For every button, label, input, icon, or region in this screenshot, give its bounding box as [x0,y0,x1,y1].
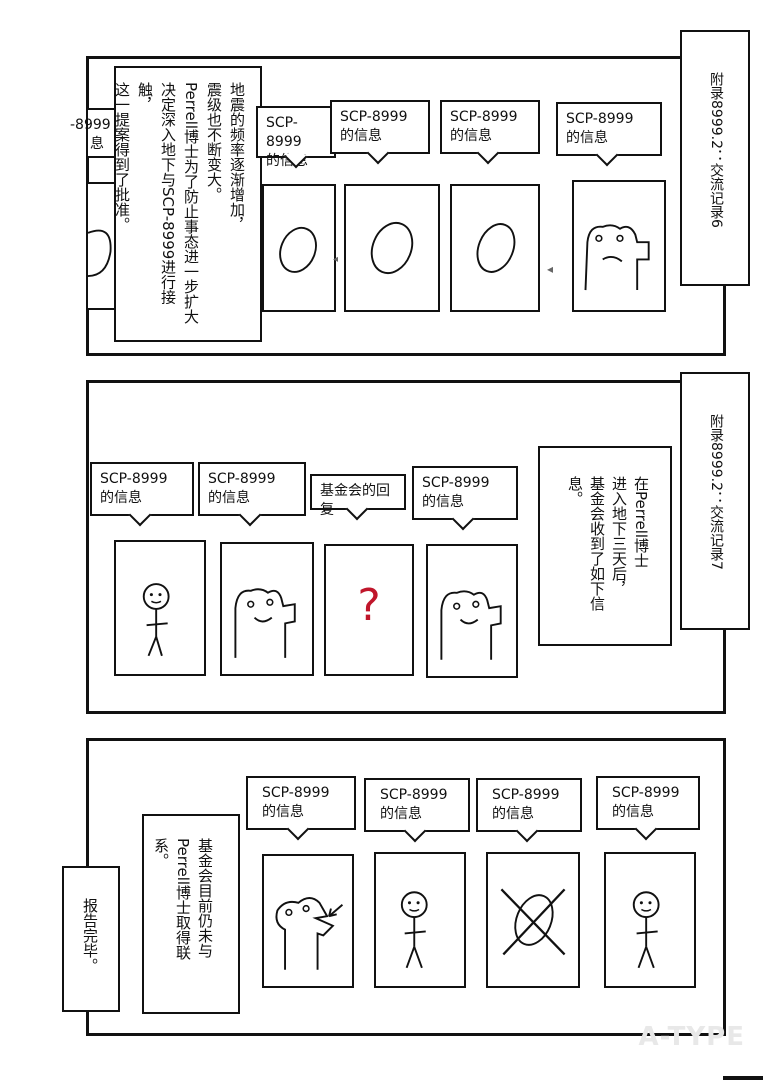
panel-1-narration: 地震的频率逐渐增加， 震级也不断变大。 Perrell博士为了防止事态进一步扩大… [113,66,262,342]
creature-drawing [440,590,502,660]
crossed-out-egg-drawing [500,888,566,956]
egg-drawing [370,221,414,275]
panel-2-narration: 在Perrell博士 进入地下三天后， 基金会收到了如下信息。 [538,446,672,646]
panel-3-frame-1 [262,854,354,988]
egg-drawing [476,223,516,273]
arrow-left-icon: ◂ [333,254,339,265]
creature-drawing [234,588,296,658]
stick-figure-drawing [142,583,170,657]
panel-2-frame-4 [426,544,518,678]
panel-1-frame-3 [450,184,540,312]
panel-3-frame-4 [604,852,696,988]
panel-3-frame-2 [374,852,466,988]
panel-3-narration: 基金会目前仍未与 Perrell博士取得联系。 [142,814,240,1014]
panel-2-side-title: 附录8999.2：交流记录7 [680,372,750,630]
panel-1-side-title: 附录8999.2：交流记录6 [680,30,750,286]
page-corner-bar [723,1076,763,1080]
question-mark: ? [357,580,381,631]
panel-1-frame-1 [262,184,336,312]
arrow-left-icon: ◂ [547,262,554,276]
report-end-box: 报告完毕。 [62,866,120,1012]
creature-drawing [584,224,650,291]
panel-2-frame-2 [220,542,314,676]
creature-mouth-open-drawing [275,897,344,970]
egg-drawing [279,226,317,273]
panel-3-frame-3 [486,852,580,988]
panel-2-bubble-3: 基金会的回复 [310,474,406,521]
panel-1-frame-4 [572,180,666,312]
stick-figure-drawing [400,891,428,969]
egg-drawing [87,229,112,277]
stick-figure-drawing [632,891,660,969]
watermark: A-TYPE [638,1022,745,1052]
panel-2-frame-3: ? [324,544,414,676]
panel-1-bubble-partial: -8999 息 [70,108,118,158]
panel-1-frame-2 [344,184,440,312]
panel-2-frame-1 [114,540,206,676]
